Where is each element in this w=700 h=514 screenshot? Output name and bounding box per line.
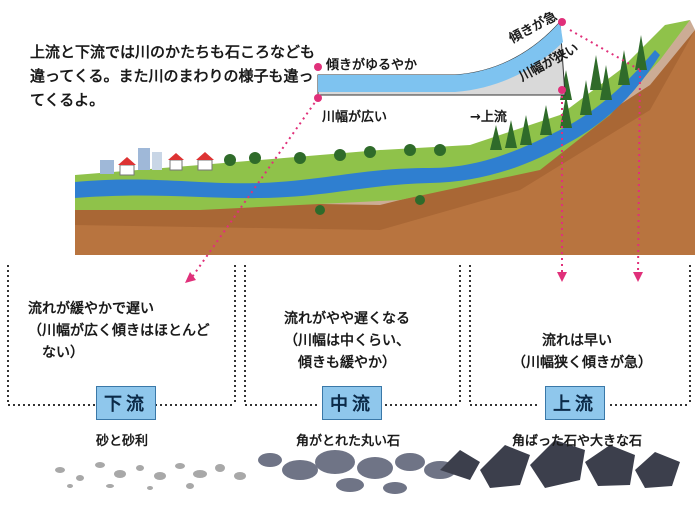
midstream-desc-line-1: 流れがやや遅くなる [284, 311, 410, 327]
grass-plain [75, 20, 690, 210]
pointer-arrows [189, 29, 641, 281]
slope-diagram-water [318, 22, 563, 92]
downstream-description: 流れが緩やかで遅い （川幅が広く傾きはほとんど ない） [28, 298, 210, 364]
upstream-desc-line-1: 流れは早い [542, 333, 612, 349]
downstream-desc-line-3: ない） [42, 345, 84, 361]
upstream-badge: 上流 [545, 386, 605, 420]
river [75, 50, 660, 199]
gentle-marker [314, 63, 322, 71]
gentle-slope-label: 傾きがゆるやか [326, 58, 418, 73]
downstream-desc-line-2: （川幅が広く傾きはほとんど [28, 323, 210, 339]
upstream-desc-line-2: （川幅狭く傾きが急） [512, 355, 652, 371]
midstream-desc-line-2: （川幅は中くらい、 [284, 333, 410, 349]
sand-gravel-stones [55, 462, 246, 490]
downstream-badge: 下流 [96, 386, 156, 420]
midstream-badge: 中流 [322, 386, 382, 420]
upstream-direction-label: →上流 [470, 110, 507, 125]
upstream-description: 流れは早い （川幅狭く傾きが急） [512, 330, 652, 374]
midstream-stones-label: 角がとれた丸い石 [296, 434, 401, 449]
angular-stones [440, 440, 680, 488]
steep-marker [558, 18, 566, 26]
upstream-stones-label: 角ばった石や大きな石 [512, 434, 643, 449]
intro-text: 上流と下流では川のかたちも石ころなども違ってくる。また川のまわりの様子も違ってく… [30, 43, 316, 109]
trees [224, 35, 647, 215]
midstream-description: 流れがやや遅くなる （川幅は中くらい、 傾きも緩やか） [284, 308, 410, 374]
town-buildings [100, 148, 214, 176]
soil-top-layer [75, 20, 695, 230]
arrow-heads [185, 272, 643, 283]
rounded-stones [258, 450, 456, 494]
wide-river-label: 川幅が広い [322, 110, 388, 125]
soil-cross-section [75, 30, 695, 255]
midstream-desc-line-3: 傾きも緩やか） [298, 355, 396, 371]
downstream-stones-label: 砂と砂利 [96, 434, 149, 449]
downstream-desc-line-1: 流れが緩やかで遅い [28, 301, 154, 317]
